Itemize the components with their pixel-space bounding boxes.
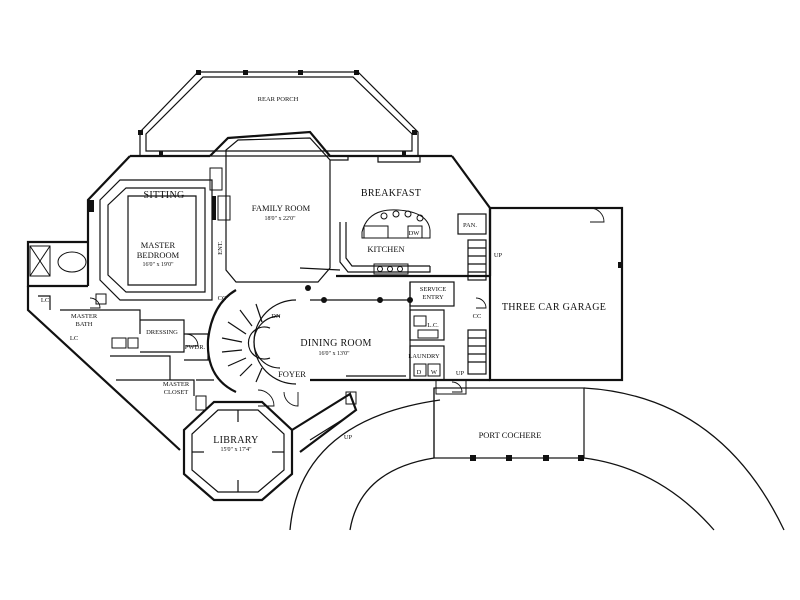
master-bedroom [88, 179, 213, 301]
driveway [289, 387, 785, 531]
house-outline [26, 130, 624, 451]
port-cochere-label: PORT COCHERE [479, 430, 542, 440]
stair-down-label: DN [271, 313, 281, 320]
master-bath [29, 245, 141, 349]
library [182, 400, 294, 502]
stair-up-garage-bottom: UP [456, 370, 465, 377]
stair-up-entry: UP [344, 434, 353, 441]
pantry-label: PAN. [463, 222, 477, 229]
dining-room-label: DINING ROOM [300, 338, 371, 349]
coat-closet-label: CC [218, 295, 227, 302]
linen-closet-left-top: LC [41, 297, 49, 304]
service-entry-label-2: ENTRY [422, 294, 444, 301]
family-room [209, 137, 331, 283]
closets [110, 319, 214, 411]
rear-porch [138, 70, 419, 157]
breakfast-label: BREAKFAST [361, 188, 421, 199]
master-bedroom-label-1: MASTER [141, 240, 176, 250]
master-closet-label-1: MASTER [163, 381, 190, 388]
master-bath-label-2: BATH [76, 321, 93, 328]
dining-and-foyer [299, 267, 413, 381]
garage-stairs [467, 207, 622, 375]
garage-label: THREE CAR GARAGE [502, 302, 606, 313]
spiral-staircase [206, 289, 297, 393]
coat-closet-garage-label: CC [473, 313, 482, 320]
washer-label: W [431, 369, 438, 376]
master-bath-label-1: MASTER [71, 313, 98, 320]
master-bedroom-label-2: BEDROOM [137, 250, 180, 260]
service-laundry [409, 281, 467, 395]
front-entry [291, 391, 358, 453]
family-room-label: FAMILY ROOM [252, 203, 311, 213]
laundry-label: LAUNDRY [408, 353, 440, 360]
rear-porch-label: REAR PORCH [258, 96, 299, 103]
door-swings [89, 297, 487, 407]
kitchen-label: KITCHEN [367, 244, 404, 254]
dishwasher-label: DW [409, 230, 421, 237]
kitchen-area [330, 156, 487, 275]
family-room-dim: 18'0" x 22'0" [264, 216, 296, 222]
sitting-label: SITTING [144, 190, 185, 201]
powder-room-label: PWDR. [185, 344, 206, 351]
master-closet-label-2: CLOSET [164, 389, 189, 396]
linen-closet-label: L.C. [427, 322, 439, 329]
linen-closet-left-bottom: LC [70, 335, 78, 342]
master-bedroom-dim: 16'0" x 19'0" [142, 262, 174, 268]
stair-up-garage-top: UP [494, 252, 503, 259]
entertainment-center-label: ENT. [217, 241, 224, 255]
service-entry-label-1: SERVICE [420, 286, 447, 293]
port-cochere [433, 387, 585, 461]
library-label: LIBRARY [213, 435, 258, 446]
library-dim: 15'0" x 17'4" [220, 447, 252, 453]
dressing-label: DRESSING [146, 329, 178, 336]
dining-room-dim: 16'0" x 13'0" [318, 351, 350, 357]
foyer-label: FOYER [278, 369, 306, 379]
dryer-label: D [417, 369, 422, 376]
